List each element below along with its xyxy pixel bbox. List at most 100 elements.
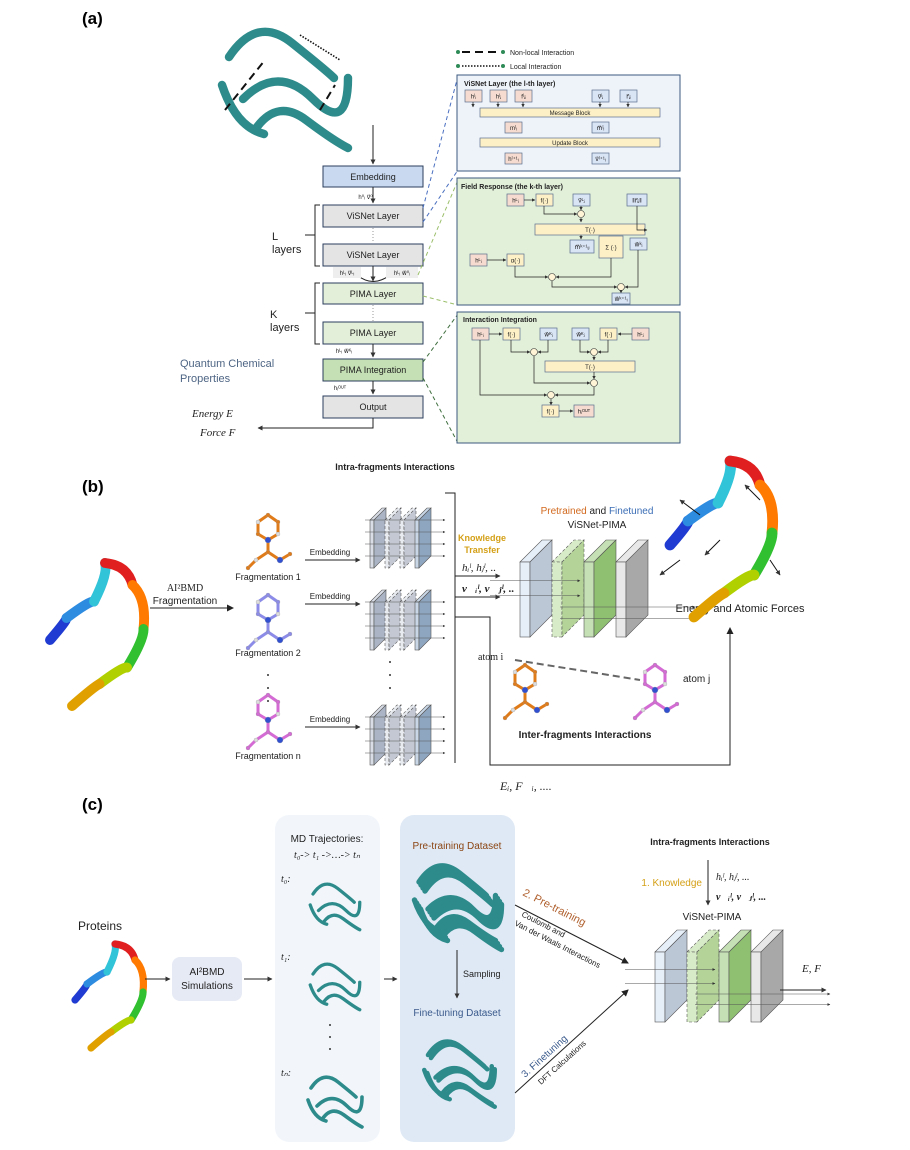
message-block <box>479 107 661 118</box>
atom <box>264 536 272 544</box>
atom <box>275 699 281 705</box>
ribbon <box>67 679 105 711</box>
model-layer-slab <box>654 929 688 1023</box>
message-block-label: Message Block <box>550 111 592 117</box>
pretraining-cluster-image <box>417 872 505 953</box>
input-node-label: hˡᵢ <box>471 94 476 101</box>
slab-front <box>551 561 563 638</box>
ribbon <box>688 587 730 623</box>
ribbon <box>754 479 778 539</box>
ribbon <box>748 527 778 581</box>
bond <box>255 550 269 562</box>
input-node <box>464 89 483 103</box>
f-node <box>502 327 521 341</box>
panel-title: Interaction Integration <box>463 317 537 324</box>
ribbon <box>311 962 356 984</box>
pima-integration-label: PIMA Integration <box>340 365 407 375</box>
m-node-label: m⃗ᵏ⁺¹ᵢⱼ <box>574 244 589 251</box>
atom <box>245 745 251 751</box>
arrow <box>543 206 578 216</box>
atom <box>276 736 284 744</box>
input-node-label: r⃗ᵢⱼ <box>626 94 630 101</box>
atom <box>265 729 271 735</box>
atom <box>662 669 668 675</box>
fragment-label: Fragmentation n <box>235 751 301 761</box>
arrow <box>514 266 549 279</box>
atom <box>276 636 284 644</box>
f-node-label: f(·) <box>605 333 613 339</box>
md-trajectories-panel <box>275 815 380 1142</box>
sampling-label: Sampling <box>463 969 501 979</box>
message-node <box>591 121 610 134</box>
atom <box>275 611 281 617</box>
atom <box>502 715 508 721</box>
knowledge-label: 1. Knowledge <box>641 878 702 889</box>
fragmentation-label: AI²BMD <box>167 583 203 594</box>
protein-structure-image <box>217 27 353 153</box>
atom <box>253 557 259 563</box>
atom <box>532 681 538 687</box>
embedding-layer-slab <box>384 704 402 766</box>
ribbon <box>322 993 362 1012</box>
atom <box>287 631 293 637</box>
force-arrow <box>744 484 761 501</box>
atom <box>642 681 648 687</box>
v-variables: v⃗ᵢˡ, v⃗ⱼˡ, .. <box>462 583 514 595</box>
h-node-label: hᴸᵢ <box>512 198 518 205</box>
embedding-layer-slab <box>414 704 432 766</box>
panel-b-label: (b) <box>82 477 104 496</box>
embedding-layer-slab <box>384 589 402 651</box>
ribbon <box>316 900 362 918</box>
wi-node <box>539 327 558 341</box>
message-node <box>504 121 523 134</box>
ribbon <box>316 980 362 998</box>
ribbon <box>224 27 339 83</box>
pima-layer-label: PIMA Layer <box>350 289 397 299</box>
time-label: t₁: <box>281 952 291 963</box>
input-node <box>489 89 508 103</box>
legend-local: Local Interaction <box>510 64 561 71</box>
md-trajectories-title: MD Trajectories: <box>291 834 364 845</box>
embedding-layer-slab <box>369 704 387 766</box>
visnet-pima-model-layers <box>625 929 831 1023</box>
energy-force-output: E, F⃗ <box>801 963 830 975</box>
v-node-label: v⃗ᴸⱼ <box>578 198 585 205</box>
atom <box>255 599 261 605</box>
atom <box>544 701 550 707</box>
atom <box>255 611 261 617</box>
input-node-label: hˡⱼ <box>496 94 501 101</box>
finetuning-dataset-label: Fine-tuning Dataset <box>413 1008 500 1019</box>
input-node-label: fˡᵢⱼ <box>521 94 526 101</box>
embedding-output-vars: h⁰ᵢ v⃗⁰ᵢ <box>358 194 373 201</box>
update-block <box>479 137 661 148</box>
atom <box>264 616 272 624</box>
f-node <box>599 327 618 341</box>
atom <box>265 592 271 598</box>
molecule-image <box>245 692 293 751</box>
arrow <box>510 340 531 354</box>
ribbon <box>440 923 505 953</box>
atom <box>287 731 293 737</box>
sum-node-label: Σ (·) <box>605 246 616 252</box>
panel-a-label: (a) <box>82 9 103 28</box>
slab-side <box>388 507 402 569</box>
ribbon <box>436 1067 497 1090</box>
w-output-node <box>611 292 631 305</box>
proteins-label: Proteins <box>78 919 122 933</box>
embedding-layer-slab <box>369 589 387 651</box>
input-node <box>591 89 610 103</box>
ribbon <box>443 1084 497 1109</box>
slab-side <box>625 539 649 638</box>
molecule-image <box>245 592 293 651</box>
arrow <box>579 340 591 354</box>
ribbon <box>321 1109 364 1129</box>
arrow <box>551 281 618 289</box>
arrow <box>533 356 591 385</box>
slab-side <box>403 704 417 766</box>
combine-node-icon <box>547 391 555 399</box>
output-node-label: v⃗ˡ⁺¹ᵢ <box>595 156 606 163</box>
md-sequence: t₀-> t₁ ->…-> tₙ <box>294 850 361 861</box>
